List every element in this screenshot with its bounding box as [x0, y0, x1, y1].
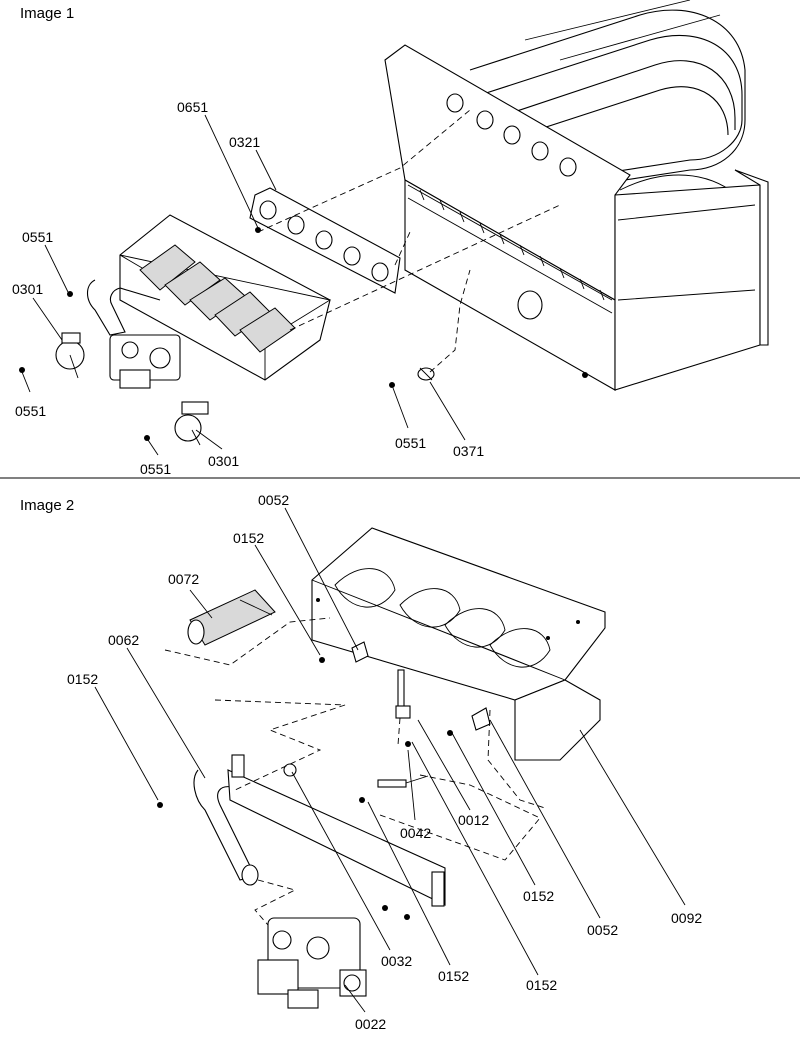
igniter [395, 669, 411, 719]
callout-0012: 0012 [458, 812, 489, 828]
callout-0321: 0321 [229, 134, 260, 150]
callout-0152-left: 0152 [67, 671, 98, 687]
screws-image2 [157, 657, 453, 920]
callout-0551-bottom: 0551 [140, 461, 171, 477]
callout-0371: 0371 [453, 443, 484, 459]
callout-0301-left: 0301 [12, 281, 43, 297]
screws-image1 [19, 291, 395, 441]
callout-0052-top: 0052 [258, 492, 289, 508]
manifold-pipe [193, 754, 446, 907]
callout-0152-top: 0152 [233, 530, 264, 546]
heat-exchanger-cabinet [614, 184, 761, 391]
callout-0152-bottom: 0152 [438, 968, 469, 984]
callout-0651: 0651 [177, 99, 208, 115]
callout-0032: 0032 [381, 953, 412, 969]
flame-sensor [377, 775, 429, 788]
burner-assembly [86, 214, 332, 381]
pressure-switch-left [55, 332, 85, 379]
burner-tube [187, 589, 276, 646]
callout-0042: 0042 [400, 825, 431, 841]
burner-box [311, 527, 606, 761]
callout-0052-right: 0052 [587, 922, 618, 938]
burner-tubes [139, 244, 296, 353]
heat-exchanger [384, 0, 769, 391]
burner-gasket-plate [249, 187, 401, 294]
pressure-switch-lower [174, 401, 209, 446]
callout-0551-left: 0551 [15, 403, 46, 419]
limit-switch [417, 367, 435, 381]
callout-0092: 0092 [671, 910, 702, 926]
gas-valve [257, 917, 367, 1009]
callout-0301-bottom: 0301 [208, 453, 239, 469]
callout-0152-bottom-right: 0152 [526, 977, 557, 993]
callout-0551-right: 0551 [395, 435, 426, 451]
callout-0551-top: 0551 [22, 229, 53, 245]
image2-caption: Image 2 [20, 497, 74, 514]
callout-0022: 0022 [355, 1016, 386, 1032]
image1-caption: Image 1 [20, 5, 74, 22]
gas-valve-small [109, 334, 181, 389]
callout-0152-mid: 0152 [523, 888, 554, 904]
callout-0062: 0062 [108, 632, 139, 648]
callout-0072: 0072 [168, 571, 199, 587]
